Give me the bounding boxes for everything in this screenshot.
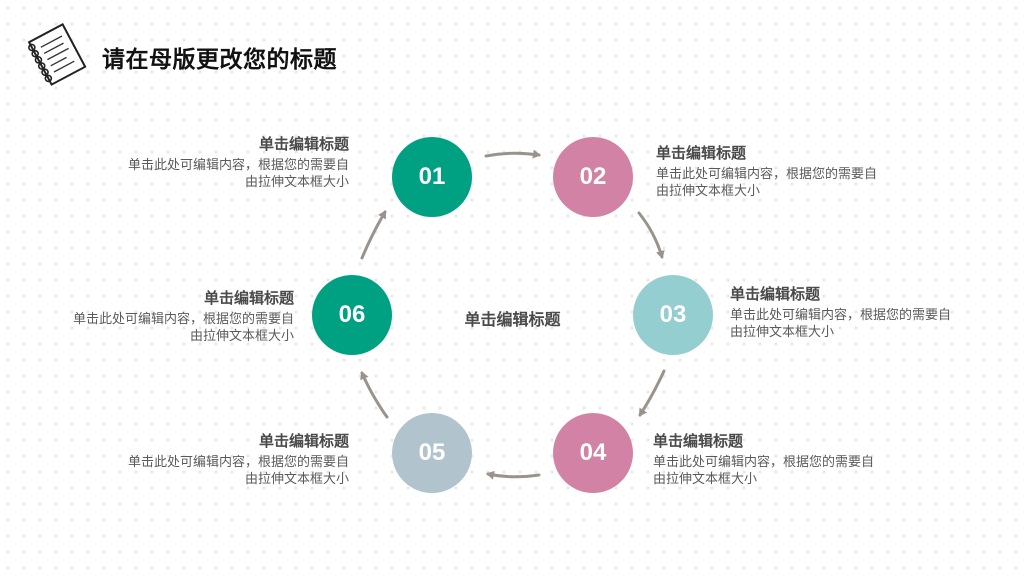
step-heading[interactable]: 单击编辑标题: [258, 135, 349, 153]
step-body[interactable]: 单击此处可编辑内容，根据您的需要自 由拉伸文本框大小: [656, 166, 901, 200]
center-title[interactable]: 单击编辑标题: [464, 310, 561, 329]
arrow-icon: [484, 149, 541, 159]
step-text-04[interactable]: 单击编辑标题 单击此处可编辑内容，根据您的需要自 由拉伸文本框大小: [653, 431, 898, 488]
step-body-line: 由拉伸文本框大小: [656, 184, 761, 199]
step-text-02[interactable]: 单击编辑标题 单击此处可编辑内容，根据您的需要自 由拉伸文本框大小: [656, 143, 901, 200]
arrow-icon: [638, 369, 666, 417]
step-body-line: 单击此处可编辑内容，根据您的需要自: [656, 167, 878, 182]
step-text-05[interactable]: 单击编辑标题 单击此处可编辑内容，根据您的需要自 由拉伸文本框大小: [104, 431, 349, 488]
step-body[interactable]: 单击此处可编辑内容，根据您的需要自 由拉伸文本框大小: [104, 454, 349, 488]
step-body-line: 单击此处可编辑内容，根据您的需要自: [653, 455, 875, 470]
step-heading[interactable]: 单击编辑标题: [656, 144, 747, 162]
step-body-line: 单击此处可编辑内容，根据您的需要自: [72, 312, 294, 327]
step-circle-05[interactable]: 05: [392, 413, 472, 493]
step-text-01[interactable]: 单击编辑标题 单击此处可编辑内容，根据您的需要自 由拉伸文本框大小: [104, 134, 349, 191]
step-heading[interactable]: 单击编辑标题: [258, 432, 349, 450]
step-circle-06[interactable]: 06: [312, 275, 392, 355]
step-body-line: 由拉伸文本框大小: [730, 325, 835, 340]
arrow-icon: [360, 371, 389, 419]
step-body[interactable]: 单击此处可编辑内容，根据您的需要自 由拉伸文本框大小: [49, 311, 294, 345]
step-body[interactable]: 单击此处可编辑内容，根据您的需要自 由拉伸文本框大小: [730, 307, 975, 341]
step-body-line: 由拉伸文本框大小: [244, 175, 349, 190]
step-body-line: 单击此处可编辑内容，根据您的需要自: [127, 455, 349, 470]
arrow-icon: [360, 210, 387, 260]
step-body-line: 单击此处可编辑内容，根据您的需要自: [730, 308, 952, 323]
page-title: 请在母版更改您的标题: [102, 47, 337, 73]
step-body-line: 由拉伸文本框大小: [653, 472, 758, 487]
step-circle-02[interactable]: 02: [553, 137, 633, 217]
step-circle-01[interactable]: 01: [392, 137, 472, 217]
arrow-icon: [637, 211, 665, 259]
step-text-03[interactable]: 单击编辑标题 单击此处可编辑内容，根据您的需要自 由拉伸文本框大小: [730, 284, 975, 341]
step-body-line: 由拉伸文本框大小: [244, 472, 349, 487]
notebook-icon: [27, 23, 87, 86]
step-body-line: 由拉伸文本框大小: [189, 329, 294, 344]
step-heading[interactable]: 单击编辑标题: [730, 285, 821, 303]
step-text-06[interactable]: 单击编辑标题 单击此处可编辑内容，根据您的需要自 由拉伸文本框大小: [49, 288, 294, 345]
arrow-icon: [486, 470, 541, 480]
step-heading[interactable]: 单击编辑标题: [653, 432, 744, 450]
step-circle-03[interactable]: 03: [633, 275, 713, 355]
step-circle-04[interactable]: 04: [553, 413, 633, 493]
step-body-line: 单击此处可编辑内容，根据您的需要自: [127, 158, 349, 173]
step-body[interactable]: 单击此处可编辑内容，根据您的需要自 由拉伸文本框大小: [104, 157, 349, 191]
step-heading[interactable]: 单击编辑标题: [203, 289, 294, 307]
step-body[interactable]: 单击此处可编辑内容，根据您的需要自 由拉伸文本框大小: [653, 454, 898, 488]
